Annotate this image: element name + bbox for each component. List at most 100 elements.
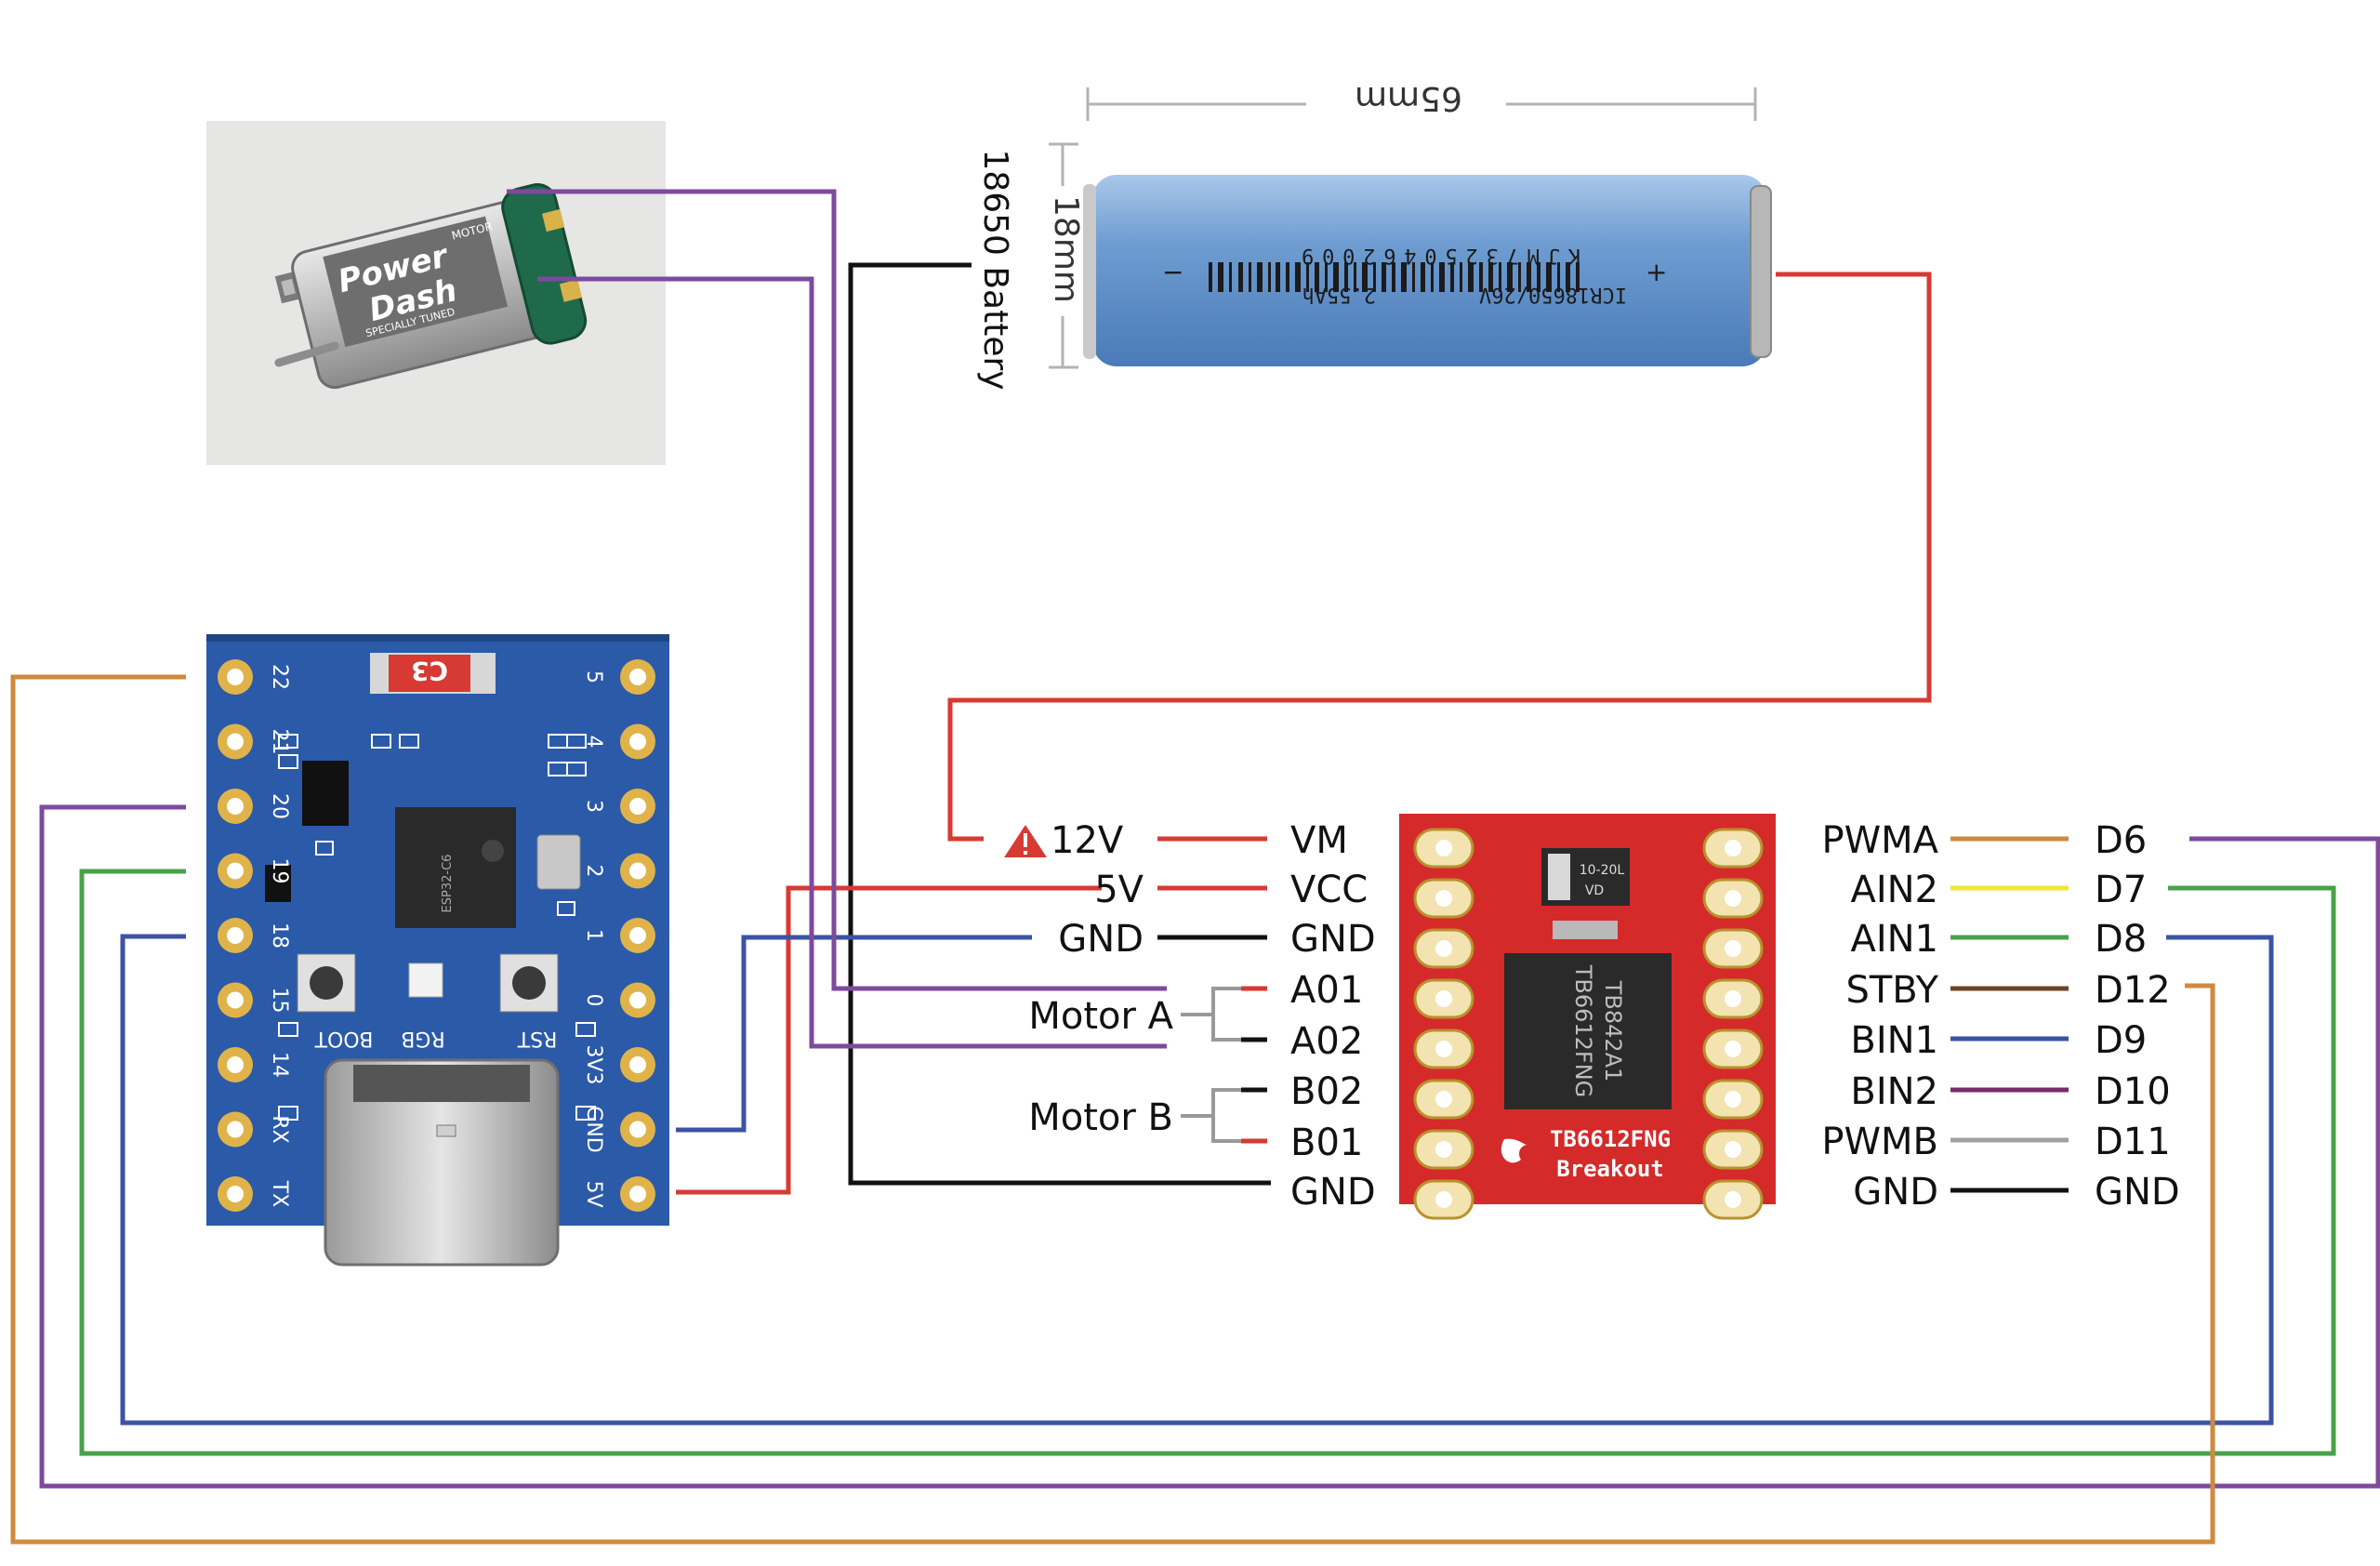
driver-chip-text: TB6612FNG [1570,964,1596,1098]
wire-gnd-feed [676,935,1032,1133]
mcu-target-d9: D9 [2095,1019,2148,1062]
mcu-button-label-2: RST [517,1027,557,1050]
driver-left-pad-hole [1435,890,1452,907]
mcu-right-pin-label: 2 [582,865,605,878]
mcu-left-pin-hole [227,798,244,815]
wires [10,189,2380,1545]
driver-title-line1: TB6612FNG [1550,1126,1671,1152]
mcu-left-pin-hole [227,669,244,685]
mcu-left-pin-label: 22 [268,664,291,690]
driver-right-pad-hole [1725,990,1741,1007]
driver-reg-text1: 10-20L [1580,863,1625,878]
mcu-right-pin-hole [629,798,646,815]
wire-d6 [39,804,2380,1489]
mcu-left-pin-label: RX [268,1115,291,1143]
driver-pin-gnd-batt: GND [1290,1171,1376,1214]
mcu-left-pin-label: 15 [268,988,291,1014]
mcu-left-pin-hole [227,1056,244,1073]
mcu-target-d8: D8 [2095,918,2148,961]
mcu-right-pin-label: 1 [582,929,605,942]
driver-right-pads [1702,828,1764,1220]
mcu-right-pin-hole [629,927,646,944]
label-connectors [1157,836,2069,1193]
wire-d8 [120,934,2274,1426]
driver-left-pad-hole [1435,1091,1452,1108]
driver-title-line2: Breakout [1556,1156,1664,1182]
warning-icon [1004,825,1047,857]
esp32-board-image: ESP32-C6 C3 BOOT RGB RST [206,634,669,1267]
mcu-button-label-1: RGB [401,1027,444,1050]
label-motor-a: Motor A [1028,995,1173,1038]
mcu-right-pin-label: 4 [582,736,605,749]
wire-battery-minus [848,262,1271,1186]
mcu-right-pin-hole [629,733,646,750]
motor-b-bracket [1181,1088,1241,1143]
motor-a-bracket [1181,987,1241,1042]
mcu-left-pin-label: TX [268,1180,291,1208]
wire-motor-a01 [507,189,1167,991]
driver-right-pad-hole [1725,1091,1741,1108]
driver-left-pad-hole [1435,1141,1452,1158]
mcu-button-label-0: BOOT [314,1027,373,1050]
wire-d7 [79,869,2336,1456]
battery-print-model: ICR18650/26V [1479,283,1627,306]
mcu-left-pin-label: 21 [268,729,291,755]
driver-right-pad-hole [1725,940,1741,957]
driver-left-pads [1413,828,1474,1220]
driver-right-pad-hole [1725,1191,1741,1208]
driver-pin-ain2: AIN2 [1850,869,1938,911]
label-5v: 5V [1094,869,1144,911]
mcu-ic-text: ESP32-C6 [441,855,455,913]
mcu-left-pin-hole [227,927,244,944]
driver-pin-a02: A02 [1290,1020,1364,1063]
label-motor-b: Motor B [1028,1096,1173,1139]
driver-right-pad-hole [1725,1041,1741,1057]
driver-chip-text2: TB842A1 [1600,980,1626,1082]
battery-plus-sign: + [1646,257,1667,287]
label-12v: 12V [1051,819,1124,862]
mcu-left-pin-label: 19 [268,858,291,884]
mcu-right-pin-hole [629,669,646,685]
mcu-right-pin-label: 0 [582,994,605,1007]
mcu-left-pin-hole [227,991,244,1009]
dc-motor-image: Power Dash MOTOR SPECIALLY TUNED [206,121,666,465]
mcu-left-pin-hole [227,1121,244,1138]
driver-right-pad-hole [1725,1141,1741,1158]
mcu-left-pin-hole [227,733,244,750]
battery-diameter-dimension [1049,142,1078,369]
driver-left-pad-hole [1435,1191,1452,1208]
driver-pin-bin1: BIN1 [1850,1019,1938,1062]
driver-pin-pwmb: PWMB [1821,1121,1938,1163]
label-gnd-supply: GND [1058,918,1144,961]
mcu-right-pin-hole [629,862,646,880]
mcu-target-gnd: GND [2095,1171,2180,1214]
wire-d12 [10,674,2215,1545]
battery-length-dimension [1086,87,1757,121]
wire-motor-a02 [537,276,1167,1049]
battery-barcode [1209,262,1580,292]
driver-pin-a01: A01 [1290,969,1364,1012]
driver-pin-gnd-right: GND [1853,1171,1938,1214]
mcu-right-pin-label: 3 [582,800,605,813]
wire-5v-feed [676,885,1102,1195]
mcu-left-pin-hole [227,1186,244,1202]
driver-reg-text2: VD [1585,883,1604,898]
driver-pin-vm: VM [1290,819,1348,862]
driver-pin-ain1: AIN1 [1850,918,1938,961]
driver-left-pad-hole [1435,1041,1452,1057]
driver-pin-gnd-left: GND [1290,918,1376,961]
mcu-left-pin-label: 20 [268,793,291,819]
driver-left-pad-hole [1435,840,1452,856]
battery-diameter-label: 18mm [1047,195,1085,303]
mcu-right-pin-hole [629,991,646,1009]
mcu-right-pin-label: 5V [582,1180,605,1207]
battery-minus-sign: − [1162,257,1183,287]
mcu-chip-label: C3 [411,656,448,686]
driver-left-pad-hole [1435,940,1452,957]
mcu-right-pin-label: 5 [582,670,605,683]
driver-pin-pwma: PWMA [1821,819,1938,862]
mcu-left-pin-hole [227,862,244,880]
